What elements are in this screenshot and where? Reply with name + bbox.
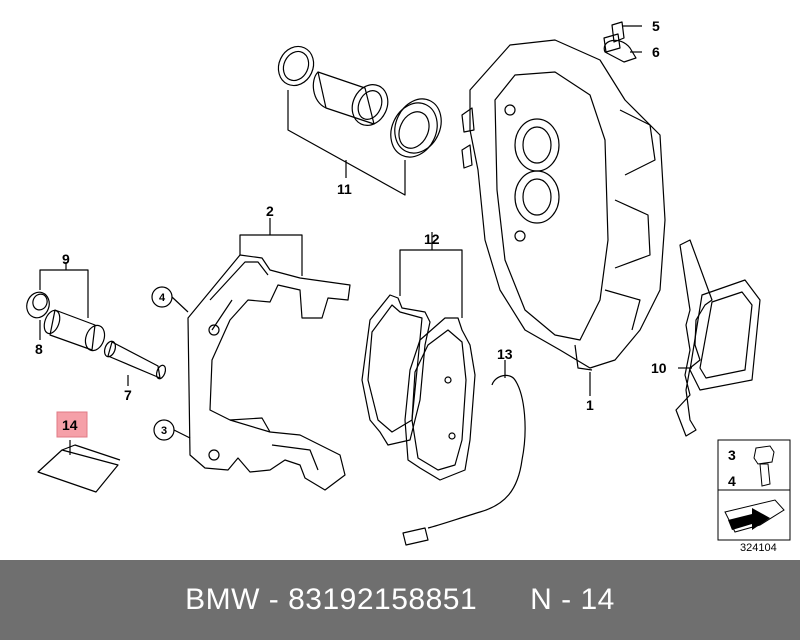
highlight-box-14: [56, 411, 88, 438]
footer-brand: BMW: [185, 583, 260, 616]
inset-label-3: 3: [728, 447, 736, 463]
caliper-carrier: [187, 254, 351, 491]
guide-sleeve: [43, 309, 106, 352]
callout-11: 11: [337, 181, 352, 197]
callout-14: 14: [62, 417, 78, 433]
circled-label-4: 4: [159, 292, 166, 304]
callout-10: 10: [651, 360, 667, 376]
footer-position: N - 14: [530, 583, 615, 616]
part-footer: BMW - 83192158851 N - 14: [0, 560, 800, 640]
callout-13: 13: [497, 346, 513, 362]
callout-12: 12: [424, 231, 440, 247]
diagram-number: 324104: [740, 542, 777, 554]
callout-1: 1: [586, 397, 594, 413]
footer-sep-1: -: [259, 583, 289, 616]
inset-label-4: 4: [728, 473, 736, 489]
callout-7: 7: [124, 387, 132, 403]
callout-5: 5: [652, 18, 660, 34]
arrow-stamp-icon: [724, 499, 785, 533]
circled-marker-4: 4: [151, 286, 189, 313]
bolt-icon: [753, 445, 775, 487]
guide-cap: [26, 291, 50, 319]
bleed-cap: [603, 39, 637, 63]
grease-packet: [37, 444, 121, 493]
dust-boot: [390, 98, 442, 158]
seal-ring: [277, 45, 315, 87]
piston: [312, 71, 389, 126]
circled-label-3: 3: [161, 425, 167, 437]
brake-pad-outer: [404, 317, 476, 481]
caliper-housing: [461, 39, 666, 371]
circled-marker-3: 3: [153, 419, 191, 441]
callout-2: 2: [266, 203, 274, 219]
footer-sep-2: [477, 583, 530, 617]
guide-bolt: [103, 340, 167, 380]
anti-rattle-spring: [675, 239, 761, 437]
footer-part-number: 83192158851: [288, 583, 478, 616]
callout-8: 8: [35, 341, 43, 357]
wear-sensor: [402, 374, 526, 546]
brake-pad-inner: [361, 294, 431, 446]
callout-6: 6: [652, 44, 660, 60]
callout-9: 9: [62, 251, 70, 267]
bleed-valve: [603, 21, 625, 53]
inset-panel: 3 4: [717, 439, 791, 541]
parts-diagram: 4 3 5 6 11 2 12 9 8 7 13 10 1 14 3 4 324…: [26, 18, 791, 554]
